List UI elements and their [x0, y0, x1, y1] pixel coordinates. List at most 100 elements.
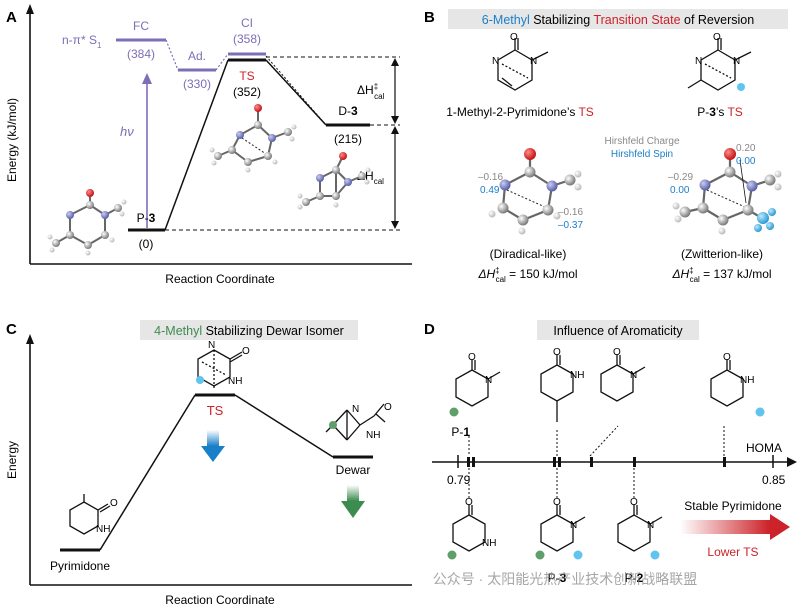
homa-arrowhead — [787, 457, 797, 467]
homa-label: HOMA — [746, 441, 782, 455]
top4-o-atom: O — [723, 352, 731, 363]
c-green-arrowhead — [341, 501, 365, 518]
molecule-zwitterion-3d — [672, 148, 782, 235]
left-n2-atom: N — [492, 56, 499, 67]
top4-nh-atom: NH — [740, 375, 754, 386]
panel-a-label: A — [6, 9, 17, 26]
right-charge-1: 0.20 — [736, 143, 756, 154]
panel-c: C 4-Methyl Stabilizing Dewar Isomer Ener… — [5, 320, 412, 607]
molecule-p3-3d — [47, 189, 127, 256]
top-structure-2 — [540, 355, 574, 422]
p1-o-atom: O — [468, 352, 476, 363]
right-type-label: (Zwitterion-like) — [681, 247, 763, 261]
left-caption: 1-Methyl-2-Pyrimidone’s TS — [446, 105, 594, 119]
c-blue-arrowhead — [201, 446, 225, 462]
panel-b: B 6-Methyl Stabilizing Transition State … — [424, 9, 788, 284]
s1-label: n-π* S1 — [62, 33, 102, 50]
c-path-1 — [99, 394, 196, 551]
lower-ts-arrow-shaft — [680, 520, 770, 534]
hv-arrowhead — [142, 73, 152, 84]
panel-c-y-arrowhead — [26, 334, 34, 344]
fc-value: (384) — [127, 47, 155, 61]
left-dh-label: ΔH‡cal = 150 kJ/mol — [477, 266, 577, 284]
panel-a: A Energy (kJ/mol) Reaction Coordinate hν — [5, 4, 412, 286]
bottom1-nh-atom: NH — [482, 538, 496, 549]
stable-pyrimidone-label: Stable Pyrimidone — [684, 499, 782, 513]
bottom-structure-p2 — [617, 505, 663, 552]
c-ts-nh-atom: NH — [228, 376, 242, 387]
panel-b-title: 6-Methyl Stabilizing Transition State of… — [482, 13, 754, 27]
structure-p3-ts — [687, 38, 752, 91]
d3-label: D-3 — [338, 104, 358, 118]
dewar-o-atom: O — [384, 402, 392, 413]
left-spin-1: 0.49 — [480, 185, 500, 196]
dewar-highlight — [329, 421, 337, 429]
panel-a-y-arrowhead — [26, 4, 34, 14]
ts-value: (352) — [233, 85, 261, 99]
hirshfeld-spin-label: Hirshfeld Spin — [611, 149, 673, 160]
panel-c-label: C — [6, 321, 17, 338]
bottom1-green-dot — [447, 550, 457, 560]
c-ts-n-atom: N — [208, 340, 215, 351]
top-structure-4 — [710, 360, 744, 407]
dh-ts-arrowhead-bottom — [391, 116, 399, 124]
left-n-atom: N — [530, 56, 537, 67]
left-type-label: (Diradical-like) — [490, 247, 567, 261]
bottom1-o-atom: O — [465, 497, 473, 508]
structure-1-methyl-2-pyrimidone-ts — [497, 38, 549, 91]
p3-green-dot — [535, 550, 545, 560]
bottom-structure-p3 — [540, 505, 586, 552]
pyrimidone-label: Pyrimidone — [50, 559, 110, 573]
p1-green-dot — [449, 407, 459, 417]
right-o-atom: O — [713, 32, 721, 43]
d3-value: (215) — [334, 132, 362, 146]
bottom-structure-1 — [452, 505, 486, 552]
top-structure-p1 — [455, 360, 501, 407]
top2-nh-atom: NH — [570, 370, 584, 381]
p3-value: (0) — [139, 237, 154, 251]
dewar-n-atom: N — [352, 404, 359, 415]
p1-n-atom: N — [485, 375, 492, 386]
p2-blue-dot — [650, 550, 660, 560]
dh-ts-arrowhead-top — [391, 58, 399, 66]
right-charge-2: –0.29 — [668, 172, 693, 183]
fc-label: FC — [133, 19, 149, 33]
dh-arrowhead-bottom — [391, 221, 399, 229]
panel-a-x-axis-label: Reaction Coordinate — [165, 272, 275, 286]
ad-label: Ad. — [188, 49, 206, 63]
ad-ci-link — [215, 53, 229, 71]
top-structure-3 — [600, 355, 646, 402]
fc-ad-link — [165, 39, 179, 71]
watermark: 公众号 · 太阳能光热产业技术创新战略联盟 — [433, 571, 697, 587]
top4-blue-dot — [755, 407, 765, 417]
lower-ts-label: Lower TS — [707, 545, 758, 559]
p2-n-atom: N — [647, 520, 654, 531]
ad-value: (330) — [183, 77, 211, 91]
pyr-nh-atom: NH — [96, 524, 110, 535]
dh-ts-label: ΔH‡cal — [357, 82, 385, 101]
panel-d: D Influence of Aromaticity 0.79 0.85 HOM… — [424, 320, 797, 585]
molecule-ts-3d — [209, 104, 297, 173]
dewar-label: Dewar — [336, 463, 371, 477]
dewar-nh-atom: NH — [366, 430, 380, 441]
c-path-2 — [234, 394, 334, 458]
structure-pyrimidone — [69, 494, 111, 535]
homa-right-value: 0.85 — [762, 473, 786, 487]
structure-c-ts — [197, 349, 243, 388]
hv-label: hν — [120, 124, 134, 139]
top2-o-atom: O — [553, 347, 561, 358]
right-n2-atom: N — [695, 56, 702, 67]
molecule-d3-3d — [297, 152, 371, 210]
homa-left-value: 0.79 — [447, 473, 471, 487]
top3-o-atom: O — [613, 347, 621, 358]
right-caption: P-3’s TS — [697, 105, 743, 119]
p2-o-atom: O — [630, 497, 638, 508]
panel-c-title-bar — [140, 320, 358, 340]
left-charge-2: –0.16 — [558, 207, 583, 218]
ts-d3-path — [265, 59, 327, 126]
c-ts-label: TS — [207, 403, 224, 418]
left-spin-2: –0.37 — [558, 220, 583, 231]
right-n-atom: N — [733, 56, 740, 67]
ts-label: TS — [239, 69, 254, 83]
